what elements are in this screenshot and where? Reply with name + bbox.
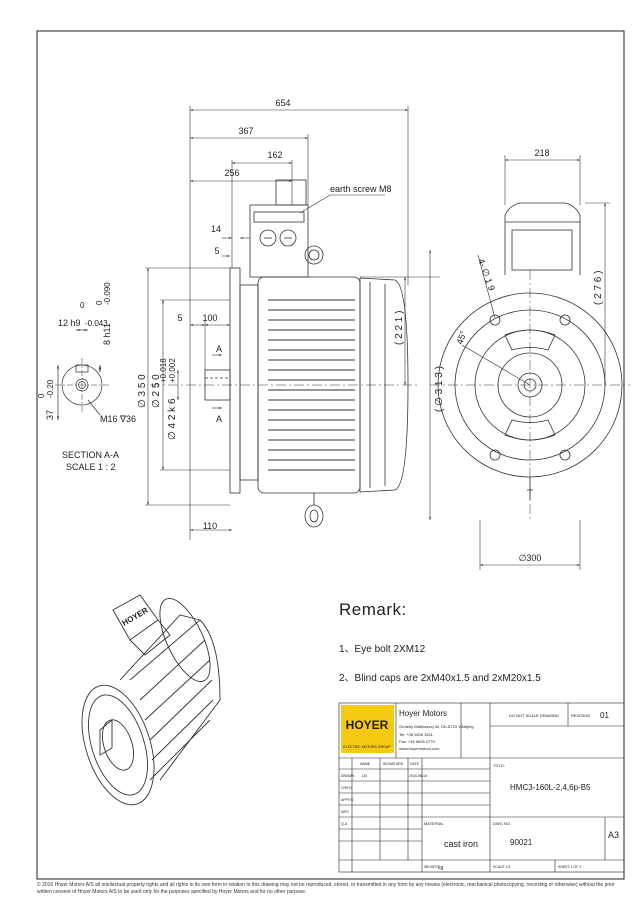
front-dimension-labels: 654 367 162 256 14 5 5 100 110 earth scr… [137, 98, 445, 531]
isometric-box-logo: HOYER [121, 606, 150, 628]
depth-zero: 0 [37, 393, 46, 398]
section-a-a-labels: 12 h9 0 -0.043 8 h11 0 -0.090 37 0 -0.20… [37, 282, 136, 472]
cooling-fins [268, 299, 355, 471]
remarks-title: Remark: [339, 600, 407, 619]
company-fax: Fax: +45 9626 3779 [399, 739, 435, 744]
col-date: DATE [410, 762, 420, 766]
title-label: TITLE: [493, 763, 505, 768]
dim-bolt-hole: 4- ∅ 1 9 [476, 257, 497, 292]
section-a-a-view [55, 328, 110, 420]
dim-shaft-tol-upper: +0.018 [159, 358, 168, 383]
row-mfg: MFG [341, 810, 349, 814]
key-height: 8 h11 [102, 323, 112, 345]
logo-subtitle: ELECTRIC MOTORS GROUP [343, 745, 391, 749]
sheet-label: SHEET 1 OF 1 [558, 865, 581, 869]
remarks-section: Remark: 1、Eye bolt 2XM12 2、Blind caps ar… [339, 600, 629, 698]
revision-value: 01 [600, 711, 609, 720]
section-mark-a-top: A [216, 344, 222, 354]
weight-value: kg [438, 865, 444, 871]
depth-value: 37 [45, 410, 55, 420]
row-qa: Q.A [341, 822, 348, 826]
sheet-border [36, 30, 625, 880]
dim-overall-length: 654 [275, 98, 290, 108]
side-dimension-labels: 218 ( 2 7 6 ) ∅300 4- ∅ 1 9 45° [454, 148, 604, 563]
key-width-zero: 0 [80, 301, 85, 310]
title-block-text: HOYER ELECTRIC MOTORS GROUP Hoyer Motors… [341, 709, 619, 871]
dim-shaft-length: 100 [202, 313, 217, 323]
material-value: cast iron [444, 839, 478, 849]
drawn-date: 2016-08-16 [409, 774, 427, 778]
dim-height-221: ( 2 2 1 ) [394, 311, 405, 345]
key-height-zero: 0 [95, 300, 104, 305]
dim-step: 5 [214, 246, 219, 256]
row-approved: APPV'D [341, 798, 354, 802]
company-address: Ormeby Mathiasvej 40, DK-8723 Vildbjerg [399, 724, 474, 729]
weight-label: WEIGHT [424, 865, 439, 869]
company-name: Hoyer Motors [399, 709, 447, 718]
dim-shaft-step: 5 [177, 313, 182, 323]
hoyer-logo [341, 705, 394, 753]
side-dimensions [461, 155, 610, 570]
logo-text: HOYER [346, 718, 389, 732]
key-width-tol: -0.043 [85, 319, 108, 328]
copyright-notice: © 2016 Hoyer Motors A/S all intellectual… [37, 882, 615, 895]
dim-foot-length: 110 [203, 521, 217, 531]
row-checked: CHK'D [341, 786, 352, 790]
dim-pcd: ∅300 [519, 553, 542, 563]
section-scale: SCALE 1 : 2 [66, 462, 116, 472]
remark-item: 1、Eye bolt 2XM12 [339, 644, 426, 655]
key-height-tol: -0.090 [103, 282, 112, 305]
isometric-view [81, 594, 221, 806]
earth-screw-label: earth screw M8 [330, 184, 392, 194]
front-view [150, 179, 420, 528]
dim-height-313: ( ∅ 3 1 3 ) [434, 366, 445, 412]
dim-flange-gap: 14 [211, 224, 221, 234]
dim-angle: 45° [454, 329, 468, 346]
title-value: HMC3-160L-2,4,6p-B5 [510, 783, 591, 792]
front-dimensions [145, 106, 440, 540]
scale-label: SCALE 1:5 [493, 865, 510, 869]
dim-spigot-350: ∅ 3 5 0 [137, 374, 148, 408]
size-value: A3 [608, 830, 619, 840]
thread-label: M16 ∇36 [100, 414, 136, 424]
col-name: NAME [360, 762, 371, 766]
dim-body-length: 367 [238, 126, 253, 136]
dim-box-offset: 162 [267, 150, 282, 160]
dwg-value: 90021 [510, 838, 533, 847]
section-mark-a-bottom: A [216, 414, 222, 424]
row-drawn: DRAWN [341, 774, 355, 778]
dim-shaft-tol-lower: +0.002 [168, 358, 177, 383]
dim-top-width: 218 [534, 148, 549, 158]
company-phone: Tel: +45 9626 3511 [399, 732, 434, 737]
dim-box-position: 256 [224, 168, 239, 178]
revision-code: REVISION [571, 713, 590, 718]
material-label: MATERIAL [424, 821, 444, 826]
dim-shaft-dia: ∅ 4 2 k 6 [167, 398, 178, 440]
section-label: SECTION A-A [62, 450, 119, 460]
dim-spigot-250: ∅ 2 5 0 [151, 374, 162, 408]
dwg-label: DWG NO. [493, 821, 511, 826]
drawn-by: LB [362, 773, 367, 778]
title-block [338, 702, 625, 873]
side-view [430, 202, 630, 520]
key-width: 12 h9 [58, 318, 81, 328]
depth-tol: -0.20 [46, 379, 55, 398]
col-signature: SIGNATURE [383, 762, 404, 766]
company-web: www.hoyermotors.com [399, 746, 440, 751]
dim-side-height: ( 2 7 6 ) [593, 271, 604, 305]
revision-label: DO NOT SCALE DRAWING [509, 713, 559, 718]
remark-item: 2、Blind caps are 2xM40x1.5 and 2xM20x1.5 [339, 673, 541, 684]
